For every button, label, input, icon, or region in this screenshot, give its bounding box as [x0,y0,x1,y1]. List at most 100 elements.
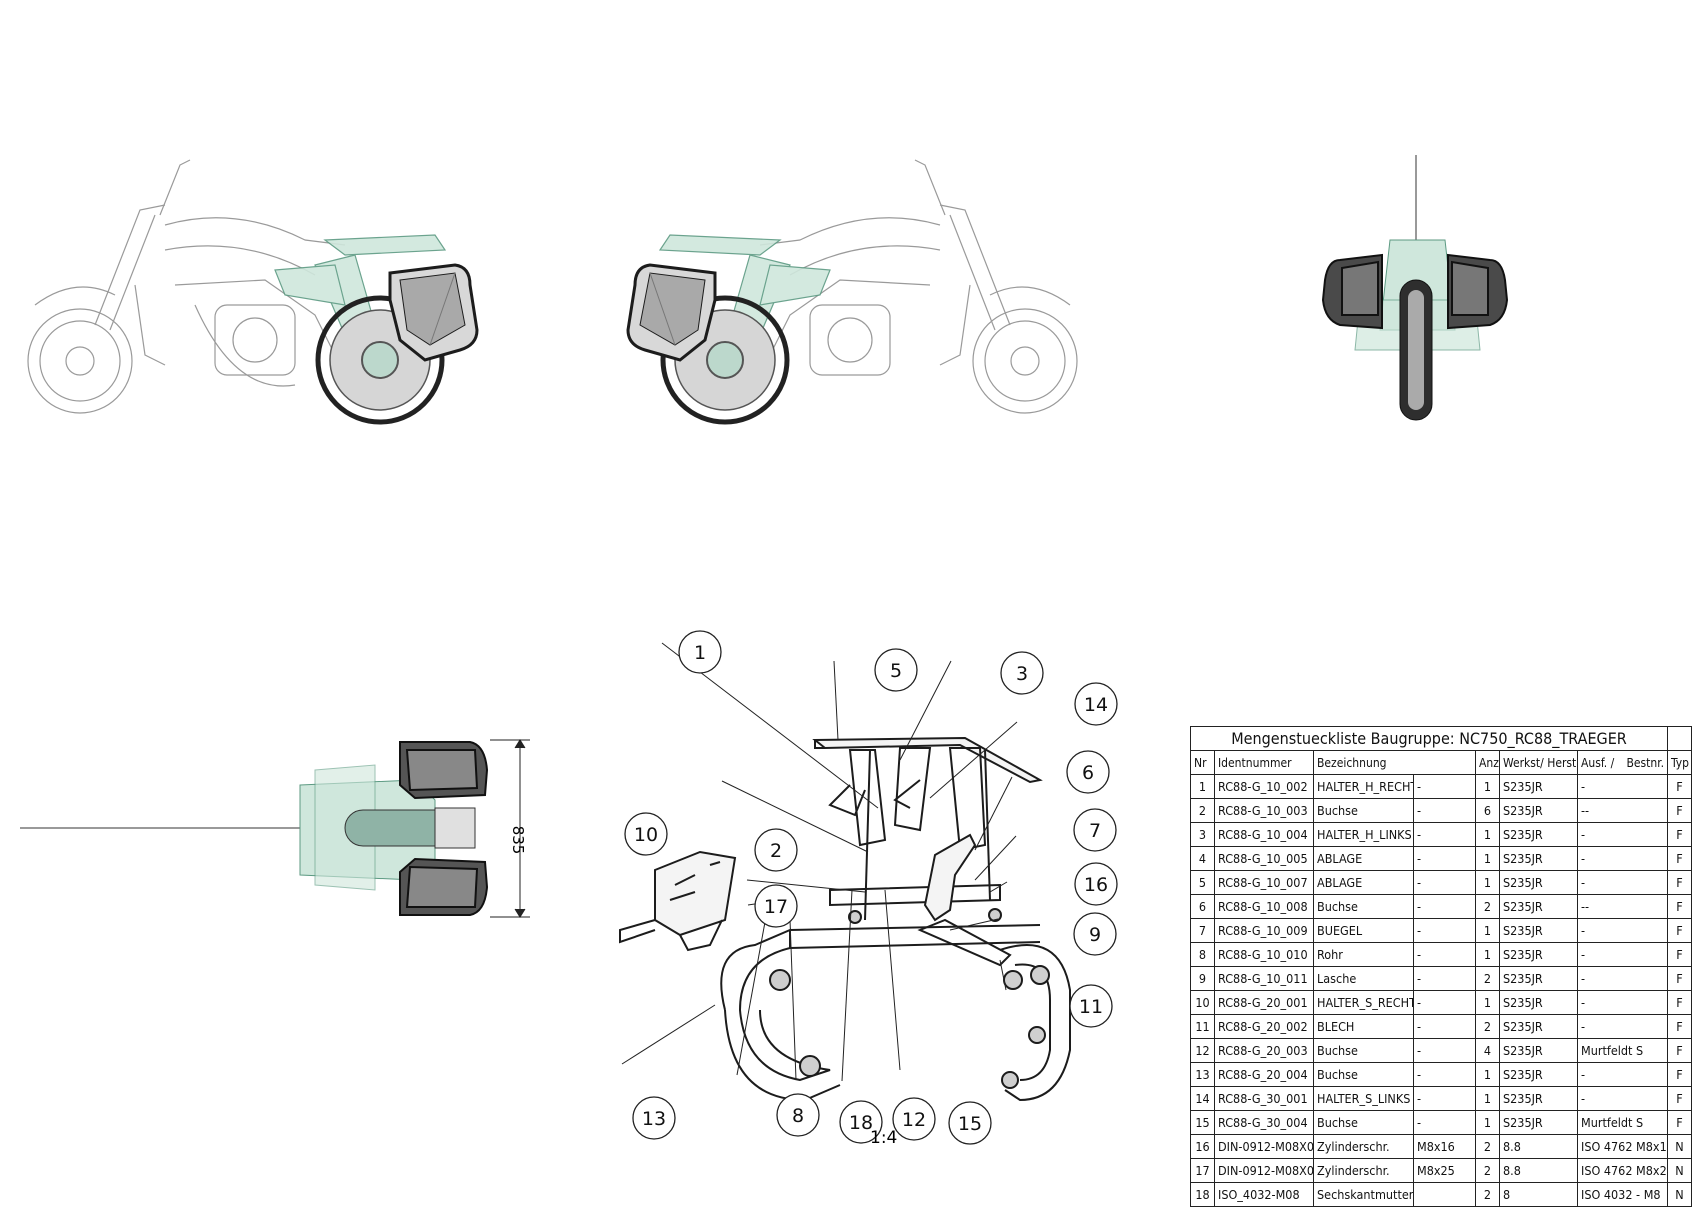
bom-cell-bez: HALTER_S_RECHTS [1313,990,1414,1015]
bom-cell-anz: 1 [1475,990,1500,1015]
bom-cell-typ: F [1667,798,1693,823]
bom-cell-typ: F [1667,942,1693,967]
bom-cell-ident: DIN-0912-M08X016 [1214,1134,1314,1159]
bom-cell-typ: F [1667,990,1693,1015]
bom-cell-nr: 1 [1190,774,1215,799]
bom-cell-extra: - [1413,1038,1476,1063]
bom-cell-typ: F [1667,846,1693,871]
bom-cell-ident: RC88-G_10_002 [1214,774,1314,799]
svg-text:17: 17 [764,896,788,918]
bom-cell-werkst: S235JR [1499,1110,1578,1135]
bom-cell-ident: RC88-G_20_001 [1214,990,1314,1015]
bom-cell-nr: 5 [1190,870,1215,895]
bom-cell-nr: 12 [1190,1038,1215,1063]
header-nr: Nr [1190,750,1215,775]
bom-cell-typ: F [1667,1110,1693,1135]
balloon-14: 14 [1074,682,1118,726]
balloon-18: 18 [839,1100,883,1144]
bom-cell-typ: F [1667,894,1693,919]
bom-cell-werkst: S235JR [1499,942,1578,967]
bom-cell-typ: F [1667,870,1693,895]
balloon-7: 7 [1073,808,1117,852]
svg-text:3: 3 [1016,663,1028,685]
svg-text:7: 7 [1089,820,1101,842]
svg-text:11: 11 [1079,996,1103,1018]
bom-cell-anz: 1 [1475,1062,1500,1087]
bom-cell-bez: Zylinderschr. [1313,1158,1414,1183]
bom-cell-ident: RC88-G_30_004 [1214,1110,1314,1135]
bom-cell-typ: F [1667,966,1693,991]
bom-cell-anz: 4 [1475,1038,1500,1063]
balloon-3: 3 [1000,651,1044,695]
bom-cell-werkst: S235JR [1499,894,1578,919]
balloon-12: 12 [892,1097,936,1141]
balloon-16: 16 [1074,862,1118,906]
balloon-6: 6 [1066,750,1110,794]
bom-cell-anz: 1 [1475,942,1500,967]
bom-cell-werkst: S235JR [1499,1062,1578,1087]
balloon-15: 15 [948,1101,992,1145]
bom-cell-werkst: S235JR [1499,798,1578,823]
bom-cell-werkst: S235JR [1499,1038,1578,1063]
bom-cell-ident: RC88-G_20_004 [1214,1062,1314,1087]
bom-cell-ausf: - [1576,774,1669,799]
bom-cell-bez: Buchse [1313,1110,1414,1135]
bom-cell-nr: 11 [1190,1014,1215,1039]
bom-cell-extra: - [1413,822,1476,847]
header-typ: Typ [1667,750,1693,775]
bom-cell-extra: M8x16 [1413,1134,1476,1159]
bom-cell-ident: RC88-G_10_007 [1214,870,1314,895]
bom-cell-ident: RC88-G_10_004 [1214,822,1314,847]
svg-text:18: 18 [849,1112,873,1134]
bom-cell-werkst: S235JR [1499,1086,1578,1111]
balloon-1: 1 [678,630,722,674]
svg-text:9: 9 [1089,924,1101,946]
bom-cell-extra: - [1413,774,1476,799]
bom-title: Mengenstueckliste Baugruppe: NC750_RC88_… [1189,726,1669,751]
bom-row: 16DIN-0912-M08X016Zylinderschr.M8x1628.8… [1190,1134,1693,1159]
bom-cell-ausf: -- [1576,798,1669,823]
bom-cell-bez: Sechskantmutter M8 [1313,1182,1414,1207]
bom-cell-bez: Rohr [1313,942,1414,967]
bom-cell-anz: 1 [1475,1086,1500,1111]
bom-cell-anz: 2 [1475,966,1500,991]
bom-cell-werkst: 8 [1499,1182,1578,1207]
motorcycle-side-view-left [626,159,1078,425]
bom-cell-anz: 2 [1475,894,1500,919]
side-case-right [388,263,479,362]
header-werkst: Werkst/ Herst. [1499,750,1578,775]
bom-cell-extra [1413,1182,1476,1207]
bom-cell-bez: ABLAGE [1313,846,1414,871]
bom-cell-nr: 17 [1190,1158,1215,1183]
bom-cell-ident: RC88-G_20_002 [1214,1014,1314,1039]
bom-cell-ident: RC88-G_30_001 [1214,1086,1314,1111]
bom-cell-typ: F [1667,918,1693,943]
bom-cell-ausf: -- [1576,894,1669,919]
bom-cell-extra: - [1413,1014,1476,1039]
bom-cell-extra: - [1413,1110,1476,1135]
bom-cell-ident: RC88-G_10_005 [1214,846,1314,871]
bom-cell-typ: N [1667,1182,1693,1207]
bom-cell-ident: RC88-G_10_003 [1214,798,1314,823]
bom-cell-nr: 7 [1190,918,1215,943]
bom-cell-typ: F [1667,1062,1693,1087]
bom-cell-nr: 4 [1190,846,1215,871]
bom-cell-typ: N [1667,1134,1693,1159]
bom-cell-anz: 1 [1475,870,1500,895]
bom-cell-nr: 14 [1190,1086,1215,1111]
bom-cell-typ: F [1667,1038,1693,1063]
bom-cell-ausf: Murtfeldt S [1576,1038,1669,1063]
bom-cell-ident: ISO_4032-M08 [1214,1182,1314,1207]
bom-cell-ausf: - [1576,846,1669,871]
bom-header-row: Nr Identnummer Bezeichnung Anz. Werkst/ … [1190,750,1693,775]
bom-cell-typ: F [1667,774,1693,799]
bom-cell-extra: - [1413,1062,1476,1087]
